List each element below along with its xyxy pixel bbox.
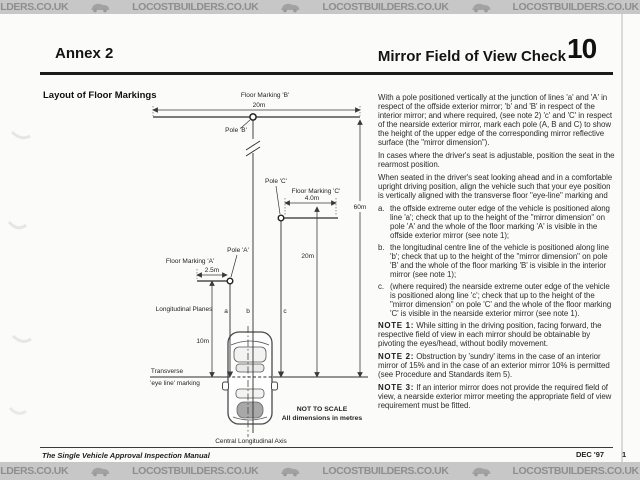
- pole-a-label: Pole 'A': [227, 247, 249, 254]
- units-note-label: All dimensions in metres: [282, 415, 363, 422]
- longitudinal-planes-label: Longitudinal Planes: [156, 306, 213, 313]
- page-edge-shadow: [621, 14, 623, 462]
- watermark-text: LOCOSTBUILDERS.CO.UK: [132, 1, 259, 13]
- pole-a-marker: [226, 277, 234, 285]
- watermark-text: LOCOSTBUILDERS.CO.UK: [512, 1, 640, 13]
- car-logo-icon: [280, 466, 300, 477]
- list-item-text: (where required) the nearside extreme ou…: [390, 282, 612, 318]
- note-label: NOTE 3:: [378, 383, 415, 392]
- car-top-view: [222, 326, 278, 437]
- paragraph: When seated in the driver's seat looking…: [378, 173, 613, 200]
- watermark-text: LOCOSTBUILDERS.CO.UK: [322, 465, 449, 477]
- watermark-banner-bottom: LOCOSTBUILDERS.CO.UK LOCOSTBUILDERS.CO.U…: [0, 462, 640, 480]
- list-item-text: the longitudinal centre line of the vehi…: [390, 243, 610, 279]
- page-number: 1: [622, 450, 627, 459]
- watermark-text: LOCOSTBUILDERS.CO.UK: [0, 465, 69, 477]
- annex-label: Annex 2: [55, 45, 114, 62]
- paragraph: In cases where the driver's seat is adju…: [378, 151, 615, 169]
- dim-4m: 4.0m: [305, 195, 319, 202]
- footer-date: DEC '97: [576, 450, 605, 459]
- not-to-scale-label: NOT TO SCALE: [297, 406, 348, 413]
- nearside-mirror: [271, 381, 278, 391]
- list-item-text: the offside extreme outer edge of the ve…: [390, 204, 610, 240]
- paragraph: With a pole positioned vertically at the…: [378, 93, 612, 147]
- list-marker: c.: [378, 282, 385, 291]
- dim-10m: 10m: [196, 338, 209, 345]
- manual-title: The Single Vehicle Approval Inspection M…: [42, 451, 210, 460]
- watermark-text: LOCOSTBUILDERS.CO.UK: [512, 465, 640, 477]
- note-2: NOTE 2: Obstruction by 'sundry' items in…: [378, 352, 616, 379]
- note-label: NOTE 1:: [378, 321, 415, 330]
- dim-60m: 60m: [354, 204, 367, 211]
- list-item-a: a. the offside extreme outer edge of the…: [378, 204, 616, 240]
- car-logo-icon: [90, 2, 110, 13]
- transverse-label: Transverse: [151, 368, 184, 375]
- floor-marking-a-label: Floor Marking 'A': [166, 258, 214, 265]
- watermark-banner-top: LOCOSTBUILDERS.CO.UK LOCOSTBUILDERS.CO.U…: [0, 0, 640, 14]
- pole-b-label: Pole 'B': [225, 127, 247, 134]
- instruction-text-column: With a pole positioned vertically at the…: [378, 93, 616, 414]
- list-item-c: c. (where required) the nearside extreme…: [378, 282, 616, 318]
- car-logo-icon: [471, 466, 491, 477]
- line-b-label: b: [246, 308, 250, 315]
- pole-c-label: Pole 'C': [265, 178, 287, 185]
- car-logo-icon: [90, 466, 110, 477]
- note-text: While sitting in the driving position, f…: [378, 321, 602, 348]
- note-text: If an interior mirror does not provide t…: [378, 383, 612, 410]
- check-number: 10: [567, 33, 597, 64]
- watermark-text: LOCOSTBUILDERS.CO.UK: [0, 1, 69, 13]
- note-text: Obstruction by 'sundry' items in the cas…: [378, 352, 610, 379]
- page-title: Mirror Field of View Check: [377, 48, 566, 65]
- list-item-b: b. the longitudinal centre line of the v…: [378, 243, 616, 279]
- line-c-label: c: [283, 308, 287, 315]
- line-break-symbol: [245, 140, 261, 157]
- watermark-text: LOCOSTBUILDERS.CO.UK: [132, 465, 259, 477]
- pole-b-marker: [249, 113, 257, 121]
- offside-mirror: [222, 381, 229, 391]
- central-axis-label: Central Longitudinal Axis: [215, 438, 287, 445]
- car-logo-icon: [280, 2, 300, 13]
- dim-20m-mid: 20m: [301, 253, 314, 260]
- scan-smudges: [7, 130, 32, 415]
- floor-markings-diagram: Layout of Floor Markings Floor Marking '…: [43, 90, 371, 445]
- eye-line-marking-label: 'eye line' marking: [150, 380, 200, 387]
- list-marker: b.: [378, 243, 385, 252]
- car-logo-icon: [471, 2, 491, 13]
- pole-c-marker: [277, 214, 285, 222]
- dim-20m-top: 20m: [253, 102, 266, 109]
- line-a-label: a: [224, 308, 228, 315]
- floor-marking-c-label: Floor Marking 'C': [292, 188, 341, 195]
- list-marker: a.: [378, 204, 385, 213]
- note-label: NOTE 2:: [378, 352, 415, 361]
- diagram-heading: Layout of Floor Markings: [43, 90, 156, 101]
- watermark-text: LOCOSTBUILDERS.CO.UK: [322, 1, 449, 13]
- footer-rule: [40, 447, 613, 448]
- floor-marking-b-label: Floor Marking 'B': [241, 92, 289, 99]
- note-3: NOTE 3: If an interior mirror does not p…: [378, 383, 616, 410]
- header-rule: [40, 72, 613, 75]
- dim-2-5m: 2.5m: [205, 267, 219, 274]
- note-1: NOTE 1: While sitting in the driving pos…: [378, 321, 616, 348]
